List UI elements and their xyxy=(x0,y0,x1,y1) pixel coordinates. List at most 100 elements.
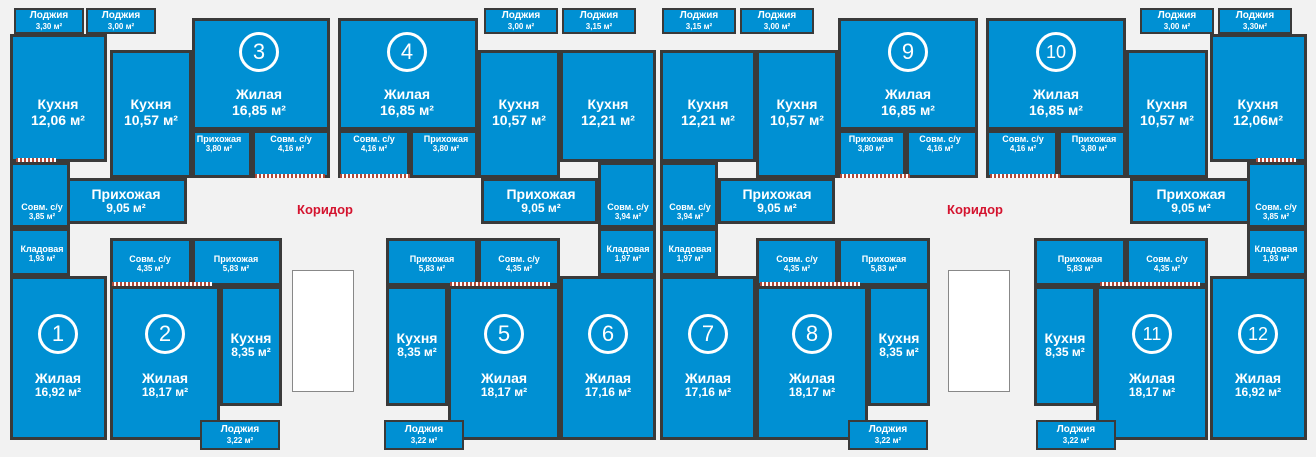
room-kitchen-top-4[interactable] xyxy=(560,50,656,162)
room-living-11[interactable] xyxy=(1096,286,1208,440)
loggia-bottom-1[interactable] xyxy=(200,420,280,450)
loggia-top-6[interactable] xyxy=(740,8,814,34)
apartment-number-badge[interactable]: 12 xyxy=(1238,314,1278,354)
room-kitchen-top-2[interactable] xyxy=(110,50,192,178)
wall-hatch xyxy=(760,282,860,286)
room-living-8[interactable] xyxy=(756,286,868,440)
room-bath-7[interactable] xyxy=(660,162,718,228)
room-hallway-2[interactable] xyxy=(481,178,598,224)
loggia-top-1[interactable] xyxy=(14,8,84,34)
apartment-number-badge[interactable]: 9 xyxy=(888,32,928,72)
wall-hatch xyxy=(16,158,56,162)
loggia-top-8[interactable] xyxy=(1218,8,1292,34)
apartment-number-badge[interactable]: 4 xyxy=(387,32,427,72)
room-hall-10[interactable] xyxy=(1058,130,1126,178)
room-kitchen-bot-2[interactable] xyxy=(220,286,282,406)
room-bath-1[interactable] xyxy=(10,162,70,228)
room-hall-8[interactable] xyxy=(838,238,930,286)
room-living-1[interactable] xyxy=(10,276,107,440)
apartment-number-badge[interactable]: 3 xyxy=(239,32,279,72)
apartment-number-badge[interactable]: 8 xyxy=(792,314,832,354)
room-hall-11[interactable] xyxy=(1034,238,1126,286)
room-living-12[interactable] xyxy=(1210,276,1307,440)
room-living-5[interactable] xyxy=(448,286,560,440)
wall-hatch xyxy=(840,174,910,178)
room-bath-6[interactable] xyxy=(598,162,656,228)
loggia-top-2[interactable] xyxy=(86,8,156,34)
room-hall-4[interactable] xyxy=(410,130,478,178)
loggia-bottom-3[interactable] xyxy=(848,420,928,450)
room-bath-12[interactable] xyxy=(1247,162,1307,228)
room-storage-6[interactable] xyxy=(598,228,656,276)
apartment-number-badge[interactable]: 11 xyxy=(1132,314,1172,354)
room-living-6[interactable] xyxy=(560,276,656,440)
room-bath-4[interactable] xyxy=(338,130,410,178)
wall-hatch xyxy=(1100,282,1200,286)
wall-hatch xyxy=(990,174,1060,178)
loggia-top-5[interactable] xyxy=(662,8,736,34)
room-kitchen-bot-8[interactable] xyxy=(868,286,930,406)
loggia-top-7[interactable] xyxy=(1140,8,1214,34)
room-kitchen-top-5[interactable] xyxy=(660,50,756,162)
apartment-number-badge[interactable]: 2 xyxy=(145,314,185,354)
staircase-left xyxy=(292,270,354,392)
apartment-number-badge[interactable]: 5 xyxy=(484,314,524,354)
wall-hatch xyxy=(340,174,410,178)
room-storage-12[interactable] xyxy=(1247,228,1307,276)
room-hall-2[interactable] xyxy=(192,238,282,286)
room-kitchen-top-1[interactable] xyxy=(10,34,107,162)
apartment-number-badge[interactable]: 10 xyxy=(1036,32,1076,72)
room-kitchen-top-7[interactable] xyxy=(1126,50,1208,178)
room-kitchen-bot-5[interactable] xyxy=(386,286,448,406)
wall-hatch xyxy=(112,282,212,286)
room-kitchen-top-8[interactable] xyxy=(1210,34,1307,162)
room-kitchen-top-6[interactable] xyxy=(756,50,838,178)
room-storage-7[interactable] xyxy=(660,228,718,276)
room-hall-5[interactable] xyxy=(386,238,478,286)
loggia-top-3[interactable] xyxy=(484,8,558,34)
loggia-top-4[interactable] xyxy=(562,8,636,34)
loggia-bottom-2[interactable] xyxy=(384,420,464,450)
room-storage-1[interactable] xyxy=(10,228,70,276)
room-kitchen-top-3[interactable] xyxy=(478,50,560,178)
apartment-number-badge[interactable]: 7 xyxy=(688,314,728,354)
room-living-7[interactable] xyxy=(660,276,756,440)
apartment-number-badge[interactable]: 1 xyxy=(38,314,78,354)
room-living-9[interactable] xyxy=(838,18,978,130)
apartment-number-badge[interactable]: 6 xyxy=(588,314,628,354)
room-living-2[interactable] xyxy=(110,286,220,440)
room-bath-9[interactable] xyxy=(906,130,978,178)
room-hall-3[interactable] xyxy=(192,130,252,178)
wall-hatch xyxy=(450,282,550,286)
room-kitchen-bot-11[interactable] xyxy=(1034,286,1096,406)
room-hallway-3[interactable] xyxy=(718,178,835,224)
loggia-bottom-4[interactable] xyxy=(1036,420,1116,450)
